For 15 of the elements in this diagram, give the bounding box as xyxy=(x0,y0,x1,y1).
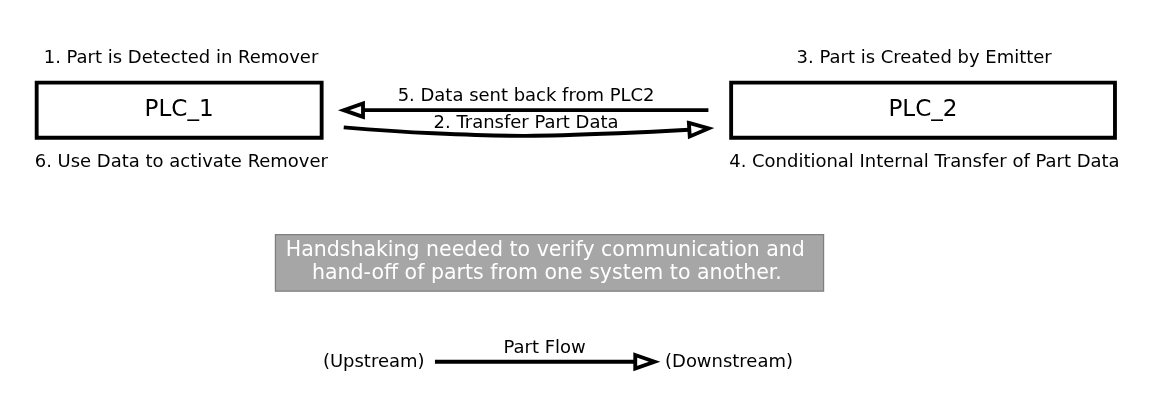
node-label: 4. Conditional Internal Transfer of Part Data xyxy=(729,149,1120,171)
node-label: 1. Part is Detected in Remover xyxy=(43,45,319,67)
node-box: PLC_2 xyxy=(729,80,1117,140)
node-label: 6. Use Data to activate Remover xyxy=(34,149,328,171)
edge-label: 2. Transfer Part Data xyxy=(433,110,619,132)
edge-label: Part Flow xyxy=(503,335,586,357)
node-box: PLC_1 xyxy=(34,80,324,140)
edge-label: 5. Data sent back from PLC2 xyxy=(397,83,655,105)
arrow xyxy=(343,119,715,139)
node-label: 3. Part is Created by Emitter xyxy=(796,45,1052,67)
node-text: (Upstream) xyxy=(322,349,425,371)
arrow xyxy=(337,100,709,120)
node-box: Handshaking needed to verify communication and hand-off of parts from one system to another. xyxy=(274,233,825,292)
arrow xyxy=(434,351,661,371)
node-text: (Downstream) xyxy=(665,349,793,371)
